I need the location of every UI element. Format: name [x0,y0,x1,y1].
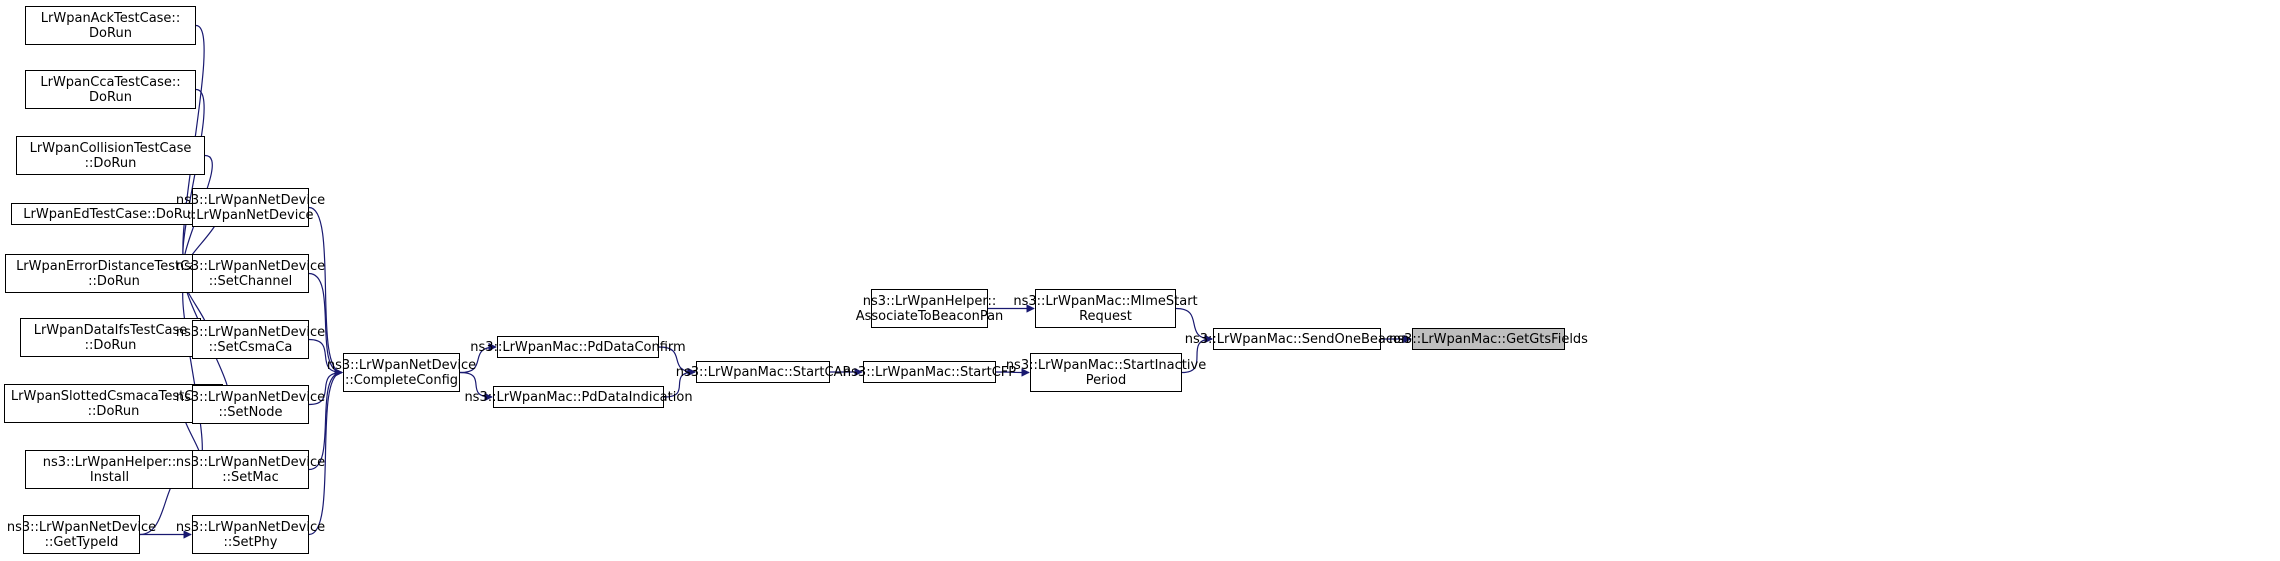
node-label-line2: ::DoRun [88,273,140,289]
node-label-line1: ns3::LrWpanMac::StartCAP [675,364,851,380]
node-label-line2: ::CompleteConfig [344,372,459,388]
node-label-line1: LrWpanAckTestCase:: [40,10,181,26]
node-lrwpanmac-pddataindication[interactable]: ns3::LrWpanMac::PdDataIndication [464,386,693,408]
node-lrwpanmac-mlmestartrequest[interactable]: ns3::LrWpanMac::MlmeStart Request [1013,289,1198,328]
call-edge-startcfp-to-inactive [995,368,1030,377]
node-label-line1: ns3::LrWpanNetDevice [175,519,326,535]
node-label-line2: ::SetCsmaCa [208,339,293,355]
node-lrwpanmac-startcfp[interactable]: ns3::LrWpanMac::StartCFP [843,361,1016,383]
node-label-line1: ns3::LrWpanMac::StartCFP [842,364,1017,380]
node-label-line1: ns3::LrWpanMac::PdDataIndication [464,389,693,405]
node-lrwpannetdevice-setphy[interactable]: ns3::LrWpanNetDevice ::SetPhy [176,515,325,554]
node-label-line1: ns3::LrWpanMac::PdDataConfirm [470,339,686,355]
node-label-line1: ns3::LrWpanMac::StartInactive [1005,357,1207,373]
node-label-line1: ns3::LrWpanHelper:: [862,293,997,309]
node-lrwpanacktestcase-dorun[interactable]: LrWpanAckTestCase:: DoRun [25,6,196,45]
call-edge-complete-to-pdconfirm [459,342,497,374]
call-edge-pdind-to-startcap [663,367,696,398]
node-lrwpannetdevice-constructor[interactable]: ns3::LrWpanNetDevice ::LrWpanNetDevice [176,188,325,227]
node-lrwpanhelper-install[interactable]: ns3::LrWpanHelper:: Install [25,450,194,489]
node-label-line2: ::SetMac [222,469,279,485]
node-lrwpannetdevice-completeconfig[interactable]: ns3::LrWpanNetDevice ::CompleteConfig [327,353,476,392]
node-label-line2: DoRun [89,89,132,105]
node-label-line2: ::SetChannel [208,273,293,289]
node-lrwpanmac-pddataconfirm[interactable]: ns3::LrWpanMac::PdDataConfirm [470,336,686,358]
node-label-line1: ns3::LrWpanNetDevice [175,258,326,274]
node-label-line2: DoRun [89,25,132,41]
node-lrwpanerrordistancetestcase-dorun[interactable]: LrWpanErrorDistanceTestCase ::DoRun [5,254,223,293]
node-lrwpanmac-getgtsfields-current: ns3::LrWpanMac::GetGtsFields [1389,328,1588,350]
node-label-line2: Period [1085,372,1127,388]
node-label-line1: LrWpanCollisionTestCase [29,140,192,156]
node-lrwpannetdevice-setcsmaca[interactable]: ns3::LrWpanNetDevice ::SetCsmaCa [176,320,325,359]
node-label-line1: ns3::LrWpanNetDevice [175,389,326,405]
node-label-line1: ns3::LrWpanNetDevice [175,324,326,340]
node-label-line1: LrWpanEdTestCase::DoRun [23,206,199,222]
call-edge-helperinst-to-setchannel [182,269,203,471]
call-edge-cca-to-setchannel [182,88,205,278]
call-edge-setnode-to-complete [308,368,343,406]
node-label-line1: ns3::LrWpanHelper:: [42,454,177,470]
node-lrwpannetdevice-gettypeid[interactable]: ns3::LrWpanNetDevice ::GetTypeId [7,515,156,554]
node-label-line1: LrWpanErrorDistanceTestCase [16,258,212,274]
node-lrwpannetdevice-setmac[interactable]: ns3::LrWpanNetDevice ::SetMac [176,450,325,489]
call-edge-complete-to-pdind [459,371,493,402]
node-label-line1: ns3::LrWpanNetDevice [326,357,477,373]
node-label-line2: ::LrWpanNetDevice [187,207,314,223]
node-label-line2: AssociateToBeaconPan [855,308,1004,324]
node-label-line1: ns3::LrWpanMac::MlmeStart [1013,293,1198,309]
node-label-line1: ns3::LrWpanNetDevice [175,454,326,470]
node-label-line1: LrWpanDataIfsTestCase [33,322,188,338]
node-label-line2: ::DoRun [87,403,140,419]
node-label-line1: ns3::LrWpanMac::GetGtsFields [1389,331,1588,347]
node-lrwpanhelper-associatetobeaconpan[interactable]: ns3::LrWpanHelper:: AssociateToBeaconPan [856,289,1003,328]
call-edge-setmac-to-complete [308,368,343,471]
node-label-line2: Install [89,469,130,485]
call-edge-ctor-to-complete [308,206,343,377]
node-lrwpanccatestcase-dorun[interactable]: LrWpanCcaTestCase:: DoRun [25,70,196,109]
node-lrwpanmac-startinactiveperiod[interactable]: ns3::LrWpanMac::StartInactive Period [1006,353,1206,392]
node-label-line1: ns3::LrWpanNetDevice [6,519,157,535]
node-lrwpanmac-startcap[interactable]: ns3::LrWpanMac::StartCAP [676,361,850,383]
node-lrwpanslottedcsmacatestcase-dorun[interactable]: LrWpanSlottedCsmacaTestCase ::DoRun [4,384,223,423]
node-label-line1: LrWpanCcaTestCase:: [40,74,181,90]
node-label-line2: ::GetTypeId [44,534,119,550]
node-label-line2: Request [1079,308,1132,324]
node-lrwpancollisiontestcase-dorun[interactable]: LrWpanCollisionTestCase ::DoRun [16,136,205,175]
call-edge-setchannel-to-complete [308,272,343,377]
node-label-line1: LrWpanSlottedCsmacaTestCase [10,388,217,404]
node-label-line2: ::SetNode [218,404,283,420]
node-lrwpanedtestcase-dorun[interactable]: LrWpanEdTestCase::DoRun [11,203,211,225]
node-lrwpanmac-sendonebeacon[interactable]: ns3::LrWpanMac::SendOneBeacon [1185,328,1409,350]
node-lrwpandataifstestcase-dorun[interactable]: LrWpanDataIfsTestCase ::DoRun [20,318,201,357]
call-edge-inactive-to-beacon [1181,334,1213,374]
node-label-line2: ::DoRun [84,337,137,353]
node-label-line1: ns3::LrWpanNetDevice [175,192,326,208]
node-label-line2: ::SetPhy [223,534,278,550]
node-label-line2: ::DoRun [84,155,137,171]
call-edge-setcsmaca-to-complete [308,338,343,377]
node-label-line1: ns3::LrWpanMac::SendOneBeacon [1184,331,1410,347]
node-lrwpannetdevice-setchannel[interactable]: ns3::LrWpanNetDevice ::SetChannel [176,254,325,293]
call-edge-setphy-to-complete [308,368,343,536]
node-lrwpannetdevice-setnode[interactable]: ns3::LrWpanNetDevice ::SetNode [176,385,325,424]
